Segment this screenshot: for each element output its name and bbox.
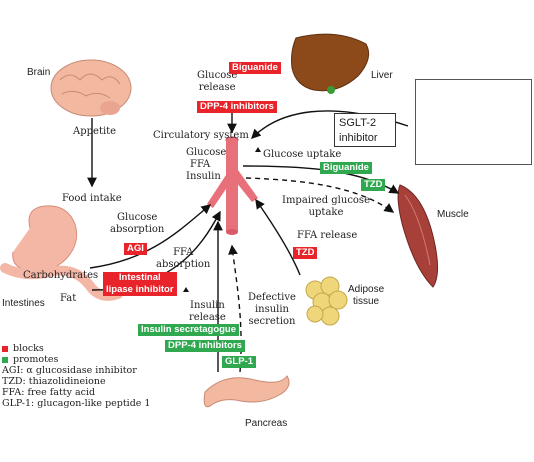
dpp4-liver-tag: DPP-4 inhibitors [197,101,277,113]
glucose-release-label: Glucose release [197,70,238,93]
legend-promotes: promotes [2,354,150,365]
legend-abbr-agi: AGI: α glucosidase inhibitor [2,365,137,376]
pancreas-illustration [203,375,290,408]
tzd-muscle-tag: TZD [361,179,386,191]
intestine-illustration [0,205,123,301]
biguanide-muscle-tag: Biguanide [320,162,372,174]
liver-illustration [291,33,370,94]
sglt2-inhibitor-box: SGLT-2 inhibitor [334,113,396,147]
glucose-absorption-label: Glucose absorption [110,212,165,235]
glucose-uptake-label: Glucose uptake [263,149,342,160]
brain-illustration [50,59,132,117]
pancreas-label: Pancreas [245,418,288,429]
fat-label: Fat [60,293,77,304]
legend-blocks: blocks [2,343,150,354]
adipose-label: Adipose tissue [348,284,385,307]
circulatory-insulin: Insulin [186,171,221,182]
food-intake-label: Food intake [62,193,122,204]
legend-abbr-glp1: GLP-1: glucagon-like peptide 1 [2,398,151,409]
blocks-swatch [2,345,8,352]
kidney-image-frame [415,79,532,165]
dpp4-pancreas-tag: DPP-4 inhibitors [165,340,245,352]
brain-label: Brain [27,67,51,78]
circulatory-glucose: Glucose [186,147,227,158]
intestines-label: Intestines [2,298,45,309]
agi-tag: AGI [124,243,147,255]
insulin-release-label: Insulin release [189,300,226,323]
ffa-absorption-label: FFA absorption [156,247,211,270]
biguanide-liver-tag: Biguanide [229,62,281,74]
legend-promotes-label: promotes [13,354,59,365]
legend: blocks promotes AGI: α glucosidase inhib… [2,343,150,409]
intestinal-lipase-tag: Intestinal lipase inhibitor [103,272,177,296]
blood-vessel [207,136,258,235]
liver-label: Liver [371,70,393,81]
appetite-label: Appetite [73,126,117,137]
circulatory-ffa: FFA [190,159,211,170]
legend-abbr-tzd: TZD: thiazolidineione [2,376,106,387]
adipose-illustration [305,276,348,326]
legend-abbr-ffa: FFA: free fatty acid [2,387,96,398]
small-arrows [183,147,261,292]
legend-blocks-label: blocks [13,343,44,354]
muscle-illustration [397,184,439,288]
promotes-swatch [2,356,8,363]
ffa-release-label: FFA release [297,230,358,241]
defective-secretion-label: Defective insulin secretion [248,292,296,327]
muscle-label: Muscle [437,209,469,220]
carbohydrates-label: Carbohydrates [23,270,99,281]
circulatory-title: Circulatory system [153,130,249,141]
tzd-adipose-tag: TZD [293,247,318,259]
glp1-tag: GLP-1 [222,356,256,368]
impaired-uptake-label: Impaired glucose uptake [282,195,370,218]
insulin-secretagogue-tag: Insulin secretagogue [138,324,240,336]
